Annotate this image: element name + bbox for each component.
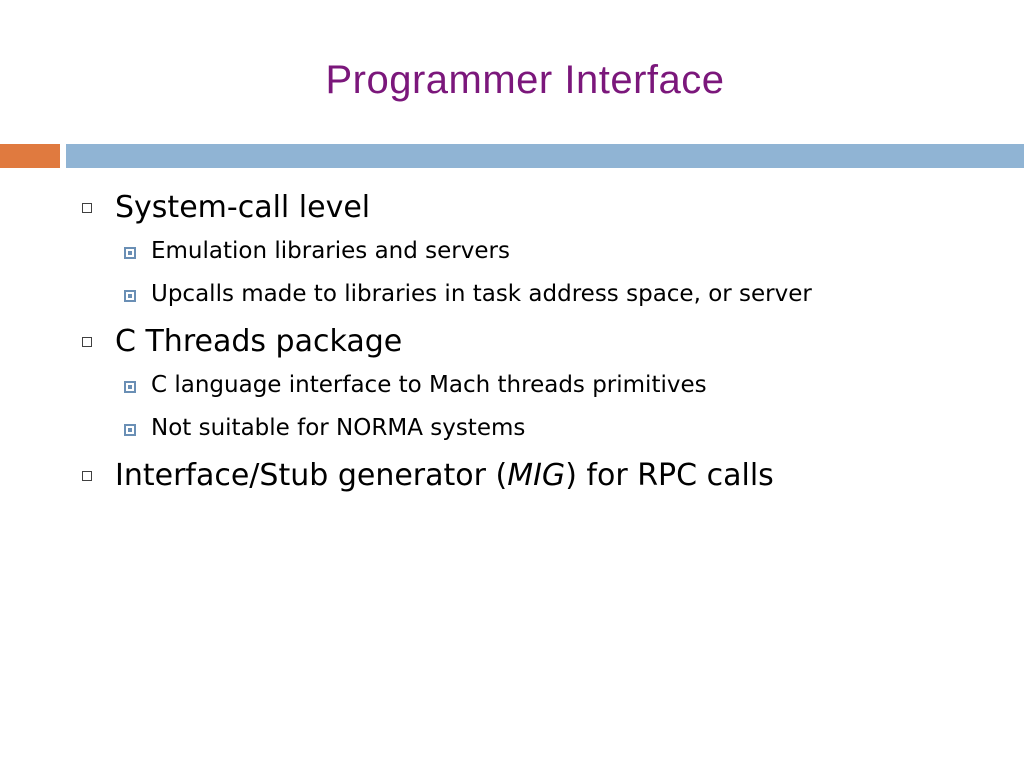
- bullet-list: System-call level Emulation libraries an…: [82, 186, 1002, 498]
- hollow-square-icon: [82, 203, 92, 213]
- accent-bar-blue: [66, 144, 1024, 168]
- bullet-text: System-call level: [115, 190, 371, 225]
- sub-bullet-item: C language interface to Mach threads pri…: [82, 364, 1002, 407]
- bullet-item: C Threads package: [82, 320, 1002, 364]
- boxed-square-icon: [124, 424, 136, 436]
- sub-bullet-text: Not suitable for NORMA systems: [151, 415, 526, 441]
- bullet-text: Interface/Stub generator (MIG) for RPC c…: [115, 454, 774, 498]
- hollow-square-icon: [82, 471, 92, 481]
- accent-bar-orange: [0, 144, 60, 168]
- boxed-square-icon: [124, 247, 136, 259]
- bullet-item: Interface/Stub generator (MIG) for RPC c…: [82, 454, 1002, 498]
- slide-title: Programmer Interface: [325, 58, 725, 102]
- hollow-square-icon: [82, 337, 92, 347]
- boxed-square-icon: [124, 290, 136, 302]
- sub-bullet-item: Emulation libraries and servers: [82, 230, 1002, 273]
- sub-bullet-item: Not suitable for NORMA systems: [82, 407, 1002, 450]
- sub-bullet-text: C language interface to Mach threads pri…: [151, 372, 707, 398]
- bullet-text-prefix: Interface/Stub generator (: [115, 458, 508, 493]
- sub-bullet-text: Emulation libraries and servers: [151, 238, 510, 264]
- sub-bullet-item: Upcalls made to libraries in task addres…: [82, 273, 1002, 316]
- bullet-item: System-call level: [82, 186, 1002, 230]
- boxed-square-icon: [124, 381, 136, 393]
- sub-bullet-text: Upcalls made to libraries in task addres…: [151, 281, 812, 307]
- bullet-text-italic: MIG: [507, 458, 566, 493]
- bullet-text: C Threads package: [115, 324, 403, 359]
- bullet-text-suffix: ) for RPC calls: [565, 458, 774, 493]
